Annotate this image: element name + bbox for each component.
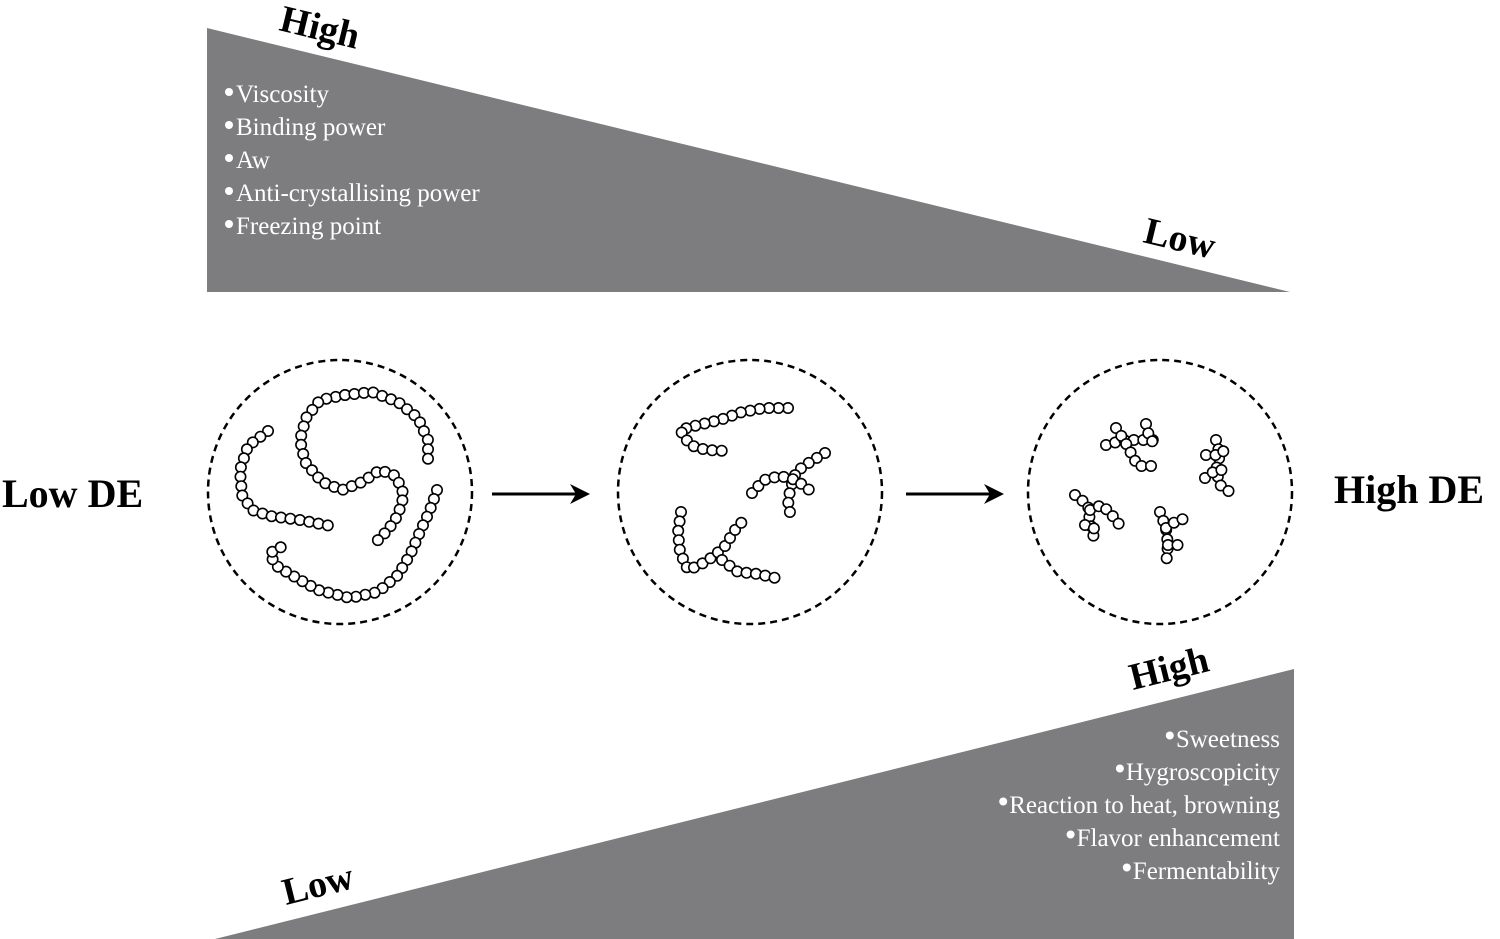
long-glucose-chains <box>234 386 443 604</box>
glucose-bead <box>802 483 815 496</box>
medium-glucose-chains <box>672 401 831 584</box>
bullet-icon <box>999 797 1008 806</box>
top-property-item: Binding power <box>225 114 386 141</box>
top-property-label: Viscosity <box>236 81 329 108</box>
top-property-label: Anti-crystallising power <box>236 180 480 207</box>
bullet-icon <box>225 121 233 129</box>
bottom-property-item: Flavor enhancement <box>1077 825 1280 852</box>
top-property-item: Viscosity <box>225 81 329 108</box>
high-de-molecule-circle <box>1026 358 1294 626</box>
top-property-label: Binding power <box>236 114 386 141</box>
bullet-icon <box>225 220 233 228</box>
glucose-bead <box>371 534 384 547</box>
glucose-bead <box>1112 517 1125 530</box>
bottom-property-label: Hygroscopicity <box>1126 759 1281 786</box>
short-branched-glucose-chains <box>1069 417 1235 565</box>
bullet-icon <box>1165 731 1174 740</box>
bottom-property-item: Hygroscopicity <box>1126 759 1281 786</box>
bullet-icon <box>1066 830 1075 839</box>
low-de-molecule-circle <box>206 358 474 626</box>
bullet-icon <box>225 187 233 195</box>
bullet-icon <box>1122 863 1131 872</box>
glucose-bead <box>1215 463 1228 476</box>
glucose-bead <box>274 541 287 554</box>
glucose-bead <box>1146 435 1159 448</box>
glucose-bead <box>1222 484 1235 497</box>
glucose-bead <box>284 512 297 525</box>
top-decreasing-triangle <box>207 28 1290 292</box>
glucose-bead <box>1217 445 1230 458</box>
glucose-bead <box>783 505 796 518</box>
top-property-item: Anti-crystallising power <box>225 180 480 207</box>
bottom-low-label: Low <box>278 855 358 913</box>
bottom-property-item: Reaction to heat, browning <box>1009 792 1280 819</box>
bullet-icon <box>225 88 233 96</box>
top-property-label: Freezing point <box>236 213 381 240</box>
glucose-bead <box>1176 513 1189 526</box>
glucose-bead <box>1171 538 1184 551</box>
bottom-bullet-icons <box>999 731 1174 872</box>
top-property-item: Aw <box>225 147 270 174</box>
glucose-bead <box>1087 522 1100 535</box>
bottom-property-label: Flavor enhancement <box>1077 825 1280 852</box>
top-property-list: Viscosity Binding power Aw Anti-crystall… <box>225 81 480 240</box>
mid-de-molecule-circle <box>616 358 884 626</box>
low-de-label: Low DE <box>2 471 143 516</box>
bullet-icon <box>225 154 233 162</box>
bottom-property-label: Fermentability <box>1133 858 1281 885</box>
glucose-bead <box>735 516 748 529</box>
bottom-property-list: Sweetness Hygroscopicity Reaction to hea… <box>1009 726 1280 885</box>
glucose-bead <box>1145 459 1158 472</box>
high-de-label: High DE <box>1334 467 1484 512</box>
glucose-bead <box>421 452 434 465</box>
glucose-bead <box>715 444 728 457</box>
top-property-label: Aw <box>236 147 270 174</box>
bottom-property-item: Fermentability <box>1133 858 1281 885</box>
arrow-right-icon <box>906 484 1004 504</box>
glucose-bead <box>321 519 334 532</box>
bottom-increasing-triangle <box>215 669 1294 939</box>
bottom-high-label: High <box>1125 639 1213 699</box>
arrow-right-icon <box>492 484 590 504</box>
glucose-bead <box>768 571 781 584</box>
glucose-bead <box>753 402 766 415</box>
top-property-item: Freezing point <box>225 213 381 240</box>
bottom-property-item: Sweetness <box>1176 726 1280 753</box>
glucose-bead <box>1160 552 1173 565</box>
bullet-icon <box>1115 764 1124 773</box>
bottom-property-label: Reaction to heat, browning <box>1009 792 1280 819</box>
bottom-property-label: Sweetness <box>1176 726 1280 753</box>
